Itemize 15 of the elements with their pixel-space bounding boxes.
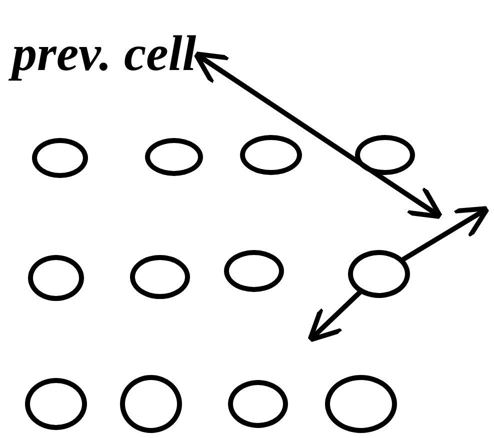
circle-shape — [130, 255, 190, 299]
arrow — [400, 206, 490, 262]
circle-shape — [28, 255, 84, 301]
circle-shape — [240, 135, 302, 175]
circle-shape — [228, 380, 288, 428]
circle-shape — [145, 138, 203, 176]
circle-shape — [355, 135, 415, 175]
circle-shape — [32, 138, 88, 178]
circle-shape — [224, 250, 284, 292]
circle-shape — [120, 375, 182, 433]
circle-shape — [348, 250, 410, 298]
arrow — [307, 290, 362, 342]
circle-shape — [25, 378, 87, 430]
circle-shape — [325, 375, 397, 433]
arrow — [193, 51, 443, 220]
